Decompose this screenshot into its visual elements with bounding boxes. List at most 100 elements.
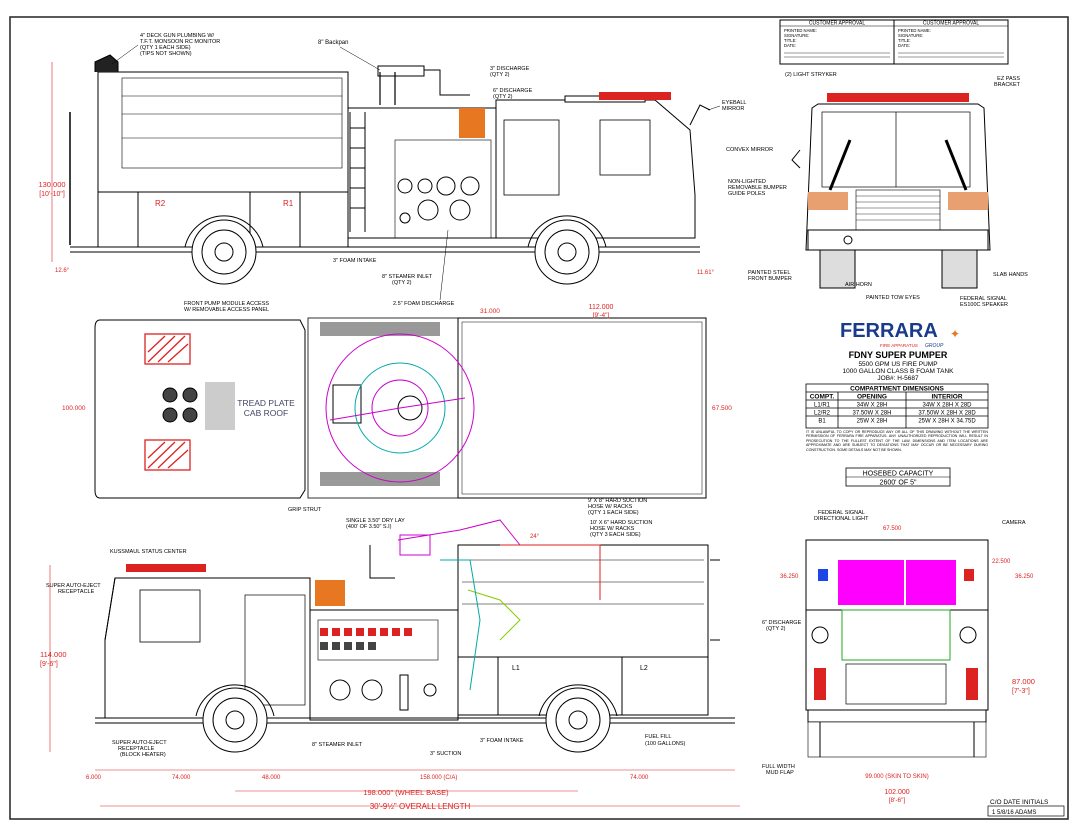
approval-field: PRINTED NAME: [898,28,931,33]
callout-hard-suction-10: 10' X 6" HARD SUCTION [590,520,652,526]
orange-panel-bottom [315,580,345,606]
flame-icon: ✦ [950,327,960,341]
table-cell: 37.50W X 28H X 28D [918,411,976,417]
height-dim-rear-ft: [7'-3"] [1012,688,1030,695]
departure-angle-right: 11.61° [697,270,715,276]
orange-panel-top [459,108,485,138]
callout-hard-suction-9: HOSE W/ RACKS [588,504,633,510]
callout-kussmaul: KUSSMAUL STATUS CENTER [110,549,187,555]
callout-fuel-fill: (100 GALLONS) [645,741,686,747]
tread-plate-label: CAB ROOF [244,408,288,418]
hosebed-value: 2600' OF 5" [880,480,917,487]
callout-federal-speaker: FEDERAL SIGNAL [960,296,1007,302]
callout-bumper-poles: GUIDE POLES [728,191,766,197]
callout-bumper-poles: NON-LIGHTED [728,179,766,185]
front-view-labels: (2) LIGHT STRYKER EZ PASS BRACKET CONVEX… [726,72,1028,308]
callout-deck-gun: (TIPS NOT SHOWN) [140,51,192,57]
approval-field: SIGNATURE: [898,33,923,38]
height-dim-bottom: 114.000 [40,650,67,659]
dim-74-right: 74.000 [630,775,649,781]
drawing-title: FDNY SUPER PUMPER [849,350,948,360]
dim-67-rear: 67.500 [883,526,902,532]
light-bar-top [599,92,671,100]
callout-deck-gun: (QTY 1 EACH SIDE) [140,45,191,51]
customer-approval-block: CUSTOMER APPROVAL CUSTOMER APPROVAL PRIN… [779,19,1009,65]
approval-header-right: CUSTOMER APPROVAL [923,21,979,27]
callout-hard-suction-10: HOSE W/ RACKS [590,526,635,532]
approval-field: DATE: [784,43,796,48]
dim-36-left: 36.250 [780,574,799,580]
callout-suction: 3" SUCTION [430,751,461,757]
table-cell: 34W X 28H [857,403,888,409]
callout-tow-eyes: PAINTED TOW EYES [866,295,920,301]
overall-length: 30'-9½" OVERALL LENGTH [370,802,471,811]
approval-field: TITLE: [784,38,797,43]
callout-ez-pass: BRACKET [994,82,1021,88]
revision-row: 1 5/8/16 ADAMS [992,810,1036,816]
brand-logo: FERRARA [840,320,938,342]
approval-field: DATE: [898,43,910,48]
callout-mud-flap: MUD FLAP [766,770,794,776]
brand-sub: FIRE APPARATUS [880,343,918,348]
sheet-border [9,16,1069,820]
red-hatch-top-view [144,333,191,471]
approval-field: PRINTED NAME: [784,28,817,33]
callout-steamer-inlet-bottom: 8" STEAMER INLET [312,742,363,748]
title-line2: 1000 GALLON CLASS B FOAM TANK [842,368,954,375]
dim-67-top: 67.500 [712,405,732,412]
callout-auto-eject: SUPER AUTO-EJECT [46,583,101,589]
callout-front-bumper: PAINTED STEEL [748,270,790,276]
wheel-base: 198.000" (WHEEL BASE) [363,788,449,797]
dim-skin: 99.000 (SKIN TO SKIN) [865,774,928,780]
callout-front-bumper: FRONT BUMPER [748,276,792,282]
height-dim-bottom-ft: [9'-6"] [40,661,58,668]
table-header: INTERIOR [931,394,962,401]
brand-group: GROUP [925,343,944,349]
dim-31: 31.000 [480,308,500,315]
callout-fuel-fill: FUEL FILL [645,734,671,740]
front-lights-right [948,192,988,210]
callout-ez-pass: EZ PASS [997,76,1020,82]
callout-discharge-3: 3" DISCHARGE [490,66,530,72]
table-cell: B1 [818,419,826,425]
l2-label: L2 [640,665,648,672]
callout-grip-strut: GRIP STRUT [288,507,322,513]
rear-view [805,539,989,758]
table-cell: 25W X 28H [857,419,888,425]
side-view-top-labels: R2 R1 130.000 [10'-10"] 12.6° 11.61° 4" … [38,33,746,307]
dim-22: 22.500 [992,559,1011,565]
dim-100: 100.000 [62,405,86,412]
job-number: JOB#: H-5687 [877,375,919,382]
table-title: COMPARTMENT DIMENSIONS [850,386,944,393]
title-line1: 5500 GPM US FIRE PUMP [858,361,937,368]
pump-panel-controls [320,628,412,650]
dim-48: 48.000 [262,775,281,781]
dim-6: 6.000 [86,775,102,781]
side-view-bottom-labels: KUSSMAUL STATUS CENTER SUPER AUTO-EJECT … [40,498,740,811]
dim-112-ft: [9'-4"] [593,312,610,319]
table-cell: 34W X 28H X 28D [922,403,972,409]
callout-steamer-inlet: 8" STEAMER INLET [382,274,433,280]
callout-eyeball-mirror: EYEBALL [722,100,746,106]
callout-eyeball-mirror: MIRROR [722,106,744,112]
callout-camera: CAMERA [1002,520,1026,526]
dim-158: 158.000 (C/A) [420,775,457,781]
callout-dry-lay: (400' OF 3.50" S.I) [346,524,392,530]
height-dim-rear: 87.000 [1012,677,1035,686]
rear-blue-light [818,569,828,581]
callout-auto-eject-block: SUPER AUTO-EJECT [112,740,167,746]
callout-dry-lay: SINGLE 3.50" DRY LAY [346,518,405,524]
r1-label: R1 [283,199,294,208]
front-lights-left [808,192,848,210]
callout-backpan: 8" Backpan [318,40,348,46]
callout-foam-intake-bottom: 3" FOAM INTAKE [480,738,524,744]
table-cell: L1/R1 [814,403,831,409]
pump-swing-radius [325,333,475,483]
approach-angle-left: 12.6° [55,268,70,274]
callout-air-horn: AIR HORN [845,282,872,288]
table-cell: 25W X 28H X 34.75D [918,419,976,425]
table-cell: 37.50W X 28H [852,411,891,417]
light-bar-bottom [126,564,206,572]
callout-mud-flap: FULL WIDTH [762,764,795,770]
hosebed-label: HOSEBED CAPACITY [863,471,934,478]
